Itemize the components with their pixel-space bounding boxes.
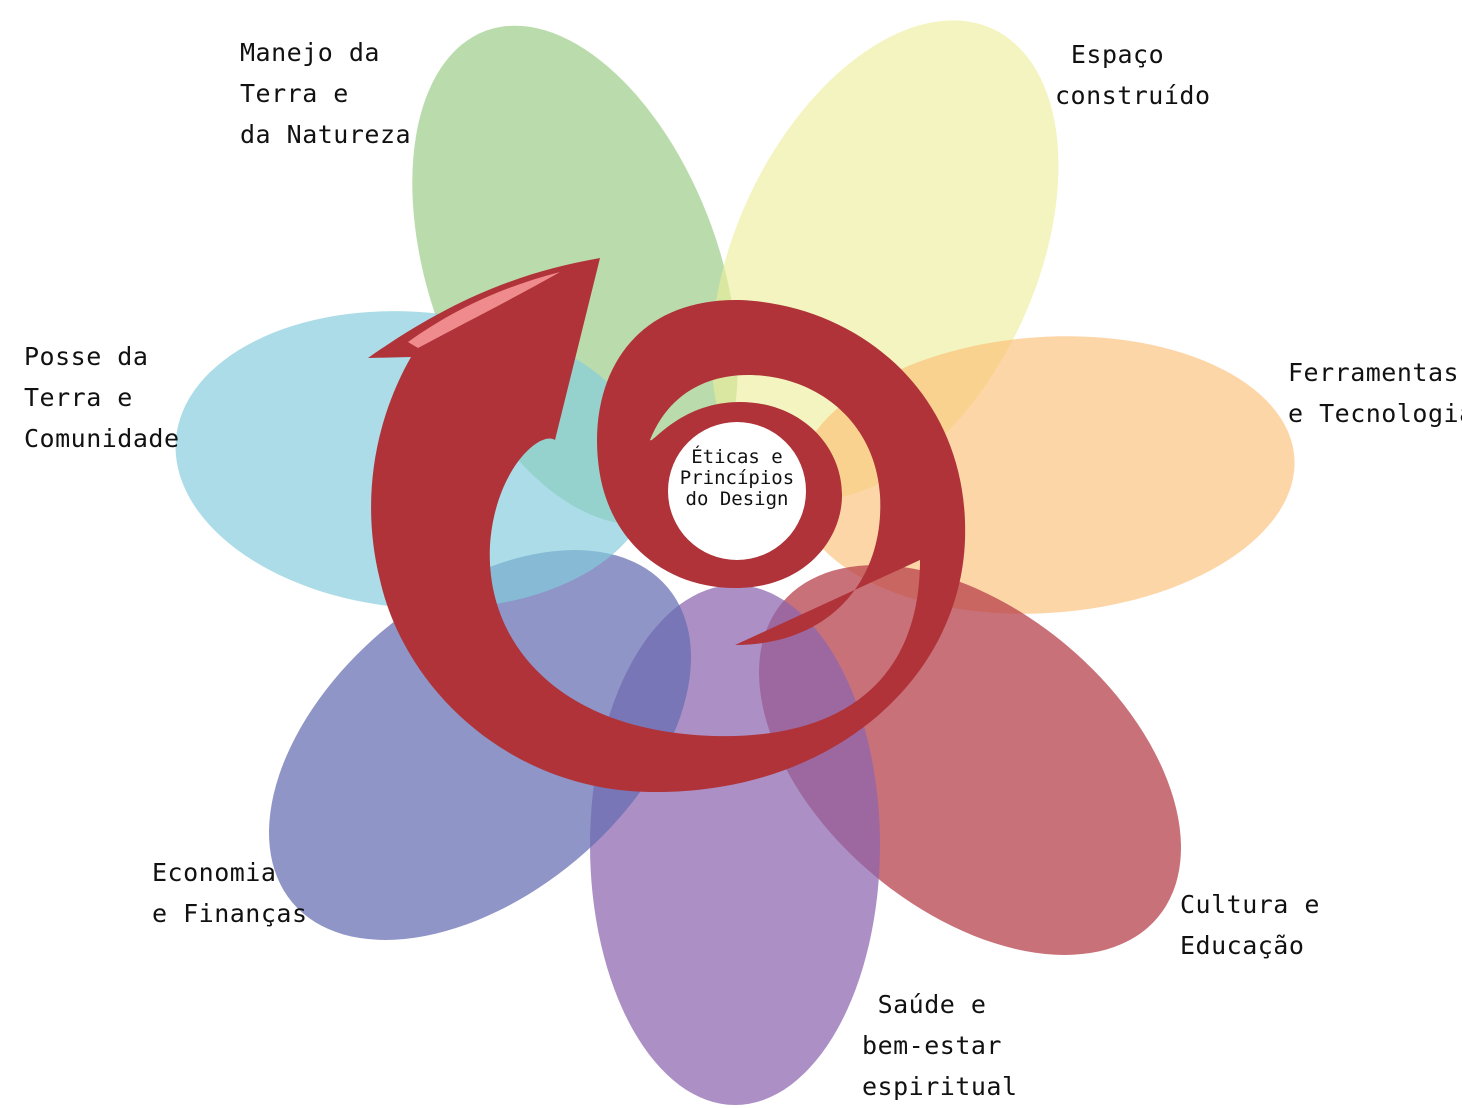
center-line: Éticas e (691, 446, 783, 468)
label-economia: Economia e Finanças (152, 852, 308, 934)
label-ferramentas: Ferramentas e Tecnologia (1288, 352, 1462, 434)
petal-economia (269, 550, 691, 940)
label-line: Saúde e (877, 990, 987, 1019)
label-line: Cultura e (1180, 890, 1320, 919)
label-line: Economia (152, 858, 277, 887)
label-line: da Natureza (240, 120, 412, 149)
label-line: Comunidade (24, 424, 180, 453)
label-posse: Posse da Terra e Comunidade (24, 336, 180, 459)
label-espaco: Espaço construído (1055, 34, 1211, 116)
label-line: Espaço (1070, 40, 1165, 69)
label-line: construído (1055, 81, 1211, 110)
label-line: bem-estar (862, 1031, 1002, 1060)
label-line: Terra e (24, 383, 133, 412)
label-line: espiritual (862, 1072, 1018, 1101)
label-line: Educação (1180, 931, 1305, 960)
label-cultura: Cultura e Educação (1180, 884, 1320, 966)
label-line: Ferramentas (1288, 358, 1460, 387)
spiral-body (368, 258, 966, 793)
spiral-arrow (368, 258, 966, 793)
label-saude: Saúde e bem-estar espiritual (862, 984, 1018, 1107)
label-line: Posse da (24, 342, 149, 371)
label-line: e Tecnologia (1288, 399, 1462, 428)
center-line: Princípios (679, 467, 795, 489)
label-line: Terra e (240, 79, 349, 108)
spiral-highlight (408, 272, 560, 348)
center-circle (668, 422, 806, 560)
label-line: Manejo da (240, 38, 380, 67)
label-manejo: Manejo da Terra e da Natureza (240, 32, 411, 155)
center-label: Éticas e Princípios do Design (671, 447, 803, 510)
center-line: do Design (685, 488, 789, 510)
label-line: e Finanças (152, 899, 308, 928)
